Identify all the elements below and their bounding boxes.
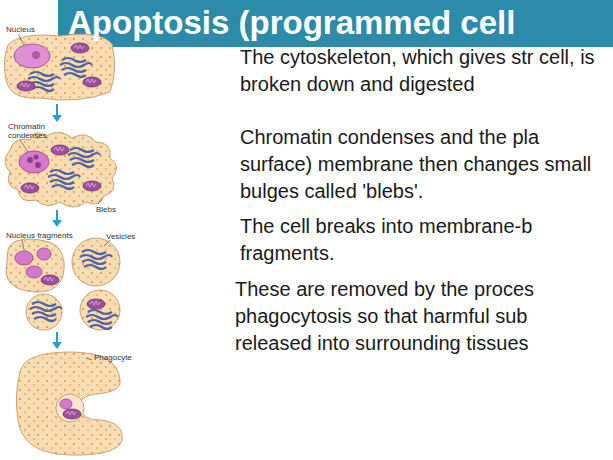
part-label: Blebs <box>96 205 126 214</box>
step-text: These are removed by the proces phagocyt… <box>235 276 597 357</box>
part-label: Vesicles <box>106 232 146 241</box>
step-text: The cell breaks into membrane-b fragment… <box>240 213 602 267</box>
part-label: Nucleus <box>6 25 46 34</box>
step-text: The cytoskeleton, which gives str cell, … <box>240 44 602 98</box>
step-text: Chromatin condenses and the pla surface)… <box>240 124 602 205</box>
part-label: Phagocyte <box>94 353 144 362</box>
part-label: Nucleus fragments <box>6 231 86 240</box>
slide-title: Apoptosis (programmed cell <box>68 3 515 43</box>
part-label: Chromatin condenses <box>8 122 54 140</box>
